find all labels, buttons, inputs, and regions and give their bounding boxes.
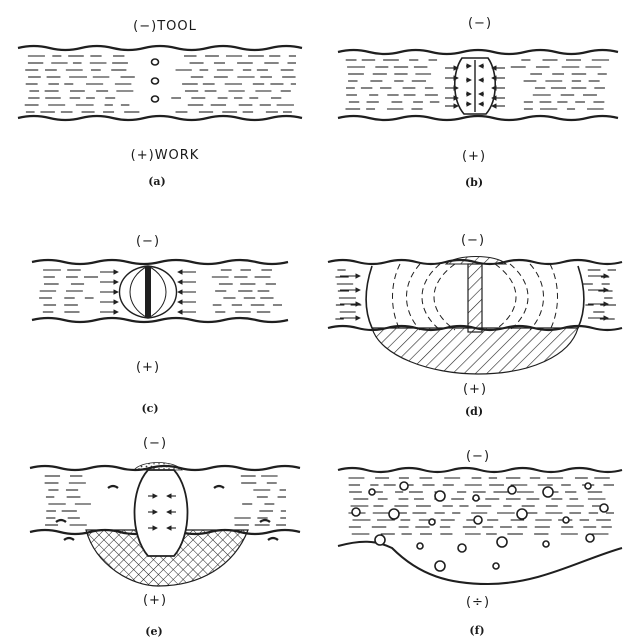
gas-bubble	[493, 563, 499, 569]
panel-e-bottom-label: (+)	[143, 593, 167, 608]
ion-particle	[152, 78, 159, 84]
panel-d-caption: (d)	[465, 405, 483, 418]
gas-bubble	[508, 486, 516, 494]
work-surface-edge	[338, 116, 618, 120]
panel-c-top-label: (−)	[136, 234, 160, 249]
debris-chip	[214, 486, 224, 488]
gas-bubble	[375, 535, 385, 545]
panel-e-drawing	[30, 463, 300, 587]
gas-bubble	[435, 491, 445, 501]
debris-chip	[56, 520, 66, 522]
panel-a-bottom-label: (+)WORK	[131, 148, 200, 163]
panel-a-caption: (a)	[148, 175, 166, 188]
gas-bubble	[517, 509, 527, 519]
gas-bubble	[563, 517, 569, 523]
gas-bubble	[429, 519, 435, 525]
panel-b-top-label: (−)	[468, 16, 492, 31]
field-line	[510, 264, 528, 330]
panel-a-drawing	[18, 46, 302, 120]
debris-chip	[64, 538, 74, 540]
field-line	[550, 264, 558, 330]
gas-bubble	[474, 516, 482, 524]
bubble-left-wall	[366, 266, 372, 328]
tool-surface-edge	[18, 46, 302, 50]
ion-particle	[152, 96, 159, 102]
panel-e-caption: (e)	[145, 625, 162, 638]
panel-d-top-label: (−)	[461, 233, 485, 248]
gas-bubble	[352, 508, 360, 516]
gas-bubble	[417, 543, 423, 549]
field-line	[434, 264, 455, 330]
panel-f-top-label: (−)	[466, 449, 490, 464]
panel-f-drawing	[338, 468, 622, 584]
tool-surface-edge	[32, 260, 288, 264]
gas-bubble	[458, 544, 466, 552]
gas-bubble	[585, 483, 591, 489]
gas-bubble	[543, 487, 553, 497]
field-line	[495, 264, 516, 330]
gas-bubble	[473, 495, 479, 501]
panel-a-top-label: (−)TOOL	[133, 19, 197, 34]
gas-bubble	[497, 537, 507, 547]
field-line	[393, 264, 401, 330]
gas-bubble	[600, 504, 608, 512]
plasma-column	[468, 264, 482, 332]
gas-bubble	[389, 509, 399, 519]
ion-particle	[152, 59, 159, 65]
work-surface-edge	[32, 318, 288, 322]
field-line	[407, 264, 421, 330]
panel-c-caption: (c)	[141, 402, 158, 415]
gas-bubble	[586, 534, 594, 542]
panel-c-bottom-label: (+)	[136, 360, 160, 375]
panel-d-bottom-label: (+)	[463, 382, 487, 397]
panel-b-bottom-label: (+)	[462, 149, 486, 164]
molten-pool-hatched	[372, 328, 578, 374]
tool-surface-edge	[338, 468, 622, 472]
gas-bubble	[435, 561, 445, 571]
panel-b-drawing	[338, 50, 618, 120]
gas-bubble	[543, 541, 549, 547]
tool-surface-edge	[338, 50, 618, 54]
panel-b-caption: (b)	[465, 176, 483, 189]
gas-bubble	[400, 482, 408, 490]
panel-d-drawing	[328, 257, 622, 375]
debris-chip	[260, 520, 270, 522]
panel-e-top-label: (−)	[143, 436, 167, 451]
spark-channel	[145, 266, 151, 318]
debris-chip	[108, 486, 118, 488]
work-surface-edge	[18, 116, 302, 120]
debris-chip	[268, 538, 278, 540]
panel-f-bottom-label: (÷)	[466, 595, 490, 610]
bubble-right-wall	[578, 266, 584, 328]
panel-c-drawing	[32, 260, 288, 322]
vapour-bubble	[135, 470, 188, 556]
gas-bubble	[369, 489, 375, 495]
crater-work-surface	[338, 542, 622, 584]
panel-f-caption: (f)	[469, 624, 484, 637]
field-line	[422, 264, 440, 330]
field-line	[530, 264, 544, 330]
